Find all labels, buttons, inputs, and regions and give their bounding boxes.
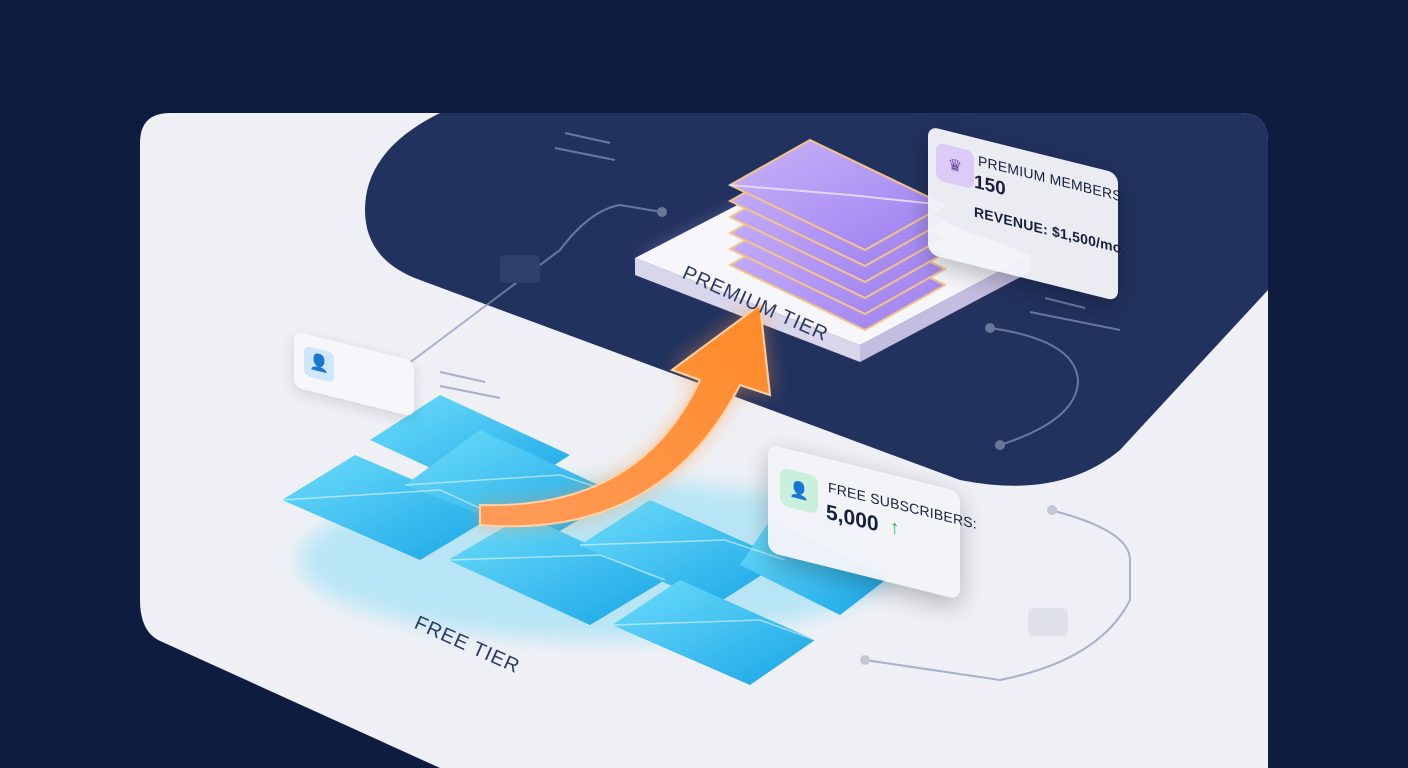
trend-up-icon: ↑ — [890, 516, 900, 540]
upgrade-arrow — [479, 303, 772, 528]
premium-members-value: 150 — [974, 171, 1006, 201]
crown-icon: ♛ — [936, 141, 974, 190]
chart-node-icon — [1028, 608, 1068, 636]
free-subscribers-value: 5,000 — [826, 500, 879, 537]
revenue-label: REVENUE: $1,500/mo. — [974, 203, 1126, 258]
user-icon: 👤 — [304, 345, 334, 384]
premium-envelope-stack — [727, 138, 948, 332]
trend-node-icon — [500, 255, 540, 283]
user-plus-icon: 👤 — [780, 466, 818, 515]
